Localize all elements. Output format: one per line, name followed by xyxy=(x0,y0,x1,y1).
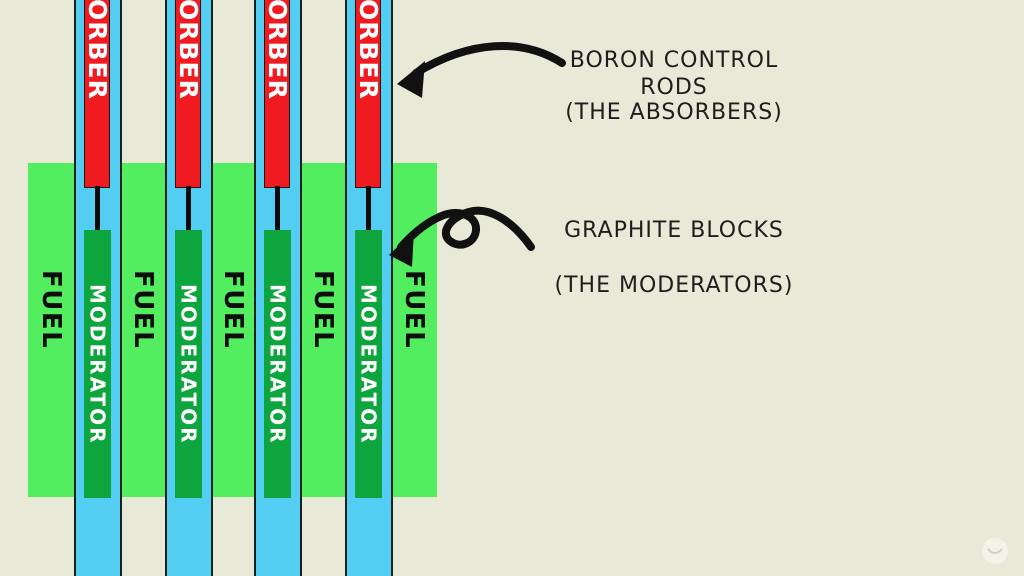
absorber-rod-3: ORBER xyxy=(263,0,292,188)
absorber-rod-label: ORBER xyxy=(83,0,112,100)
arrow-control-rods-icon xyxy=(397,42,566,98)
rod-connector-3 xyxy=(275,186,280,244)
moderator-rod-label: MODERATOR xyxy=(85,283,110,445)
fuel-label-2: FUEL xyxy=(128,270,158,350)
absorber-rod-2: ORBER xyxy=(174,0,203,188)
moderator-rod-4: MODERATOR xyxy=(355,230,382,498)
absorber-rod-4: ORBER xyxy=(354,0,383,188)
moderator-rod-2: MODERATOR xyxy=(175,230,202,498)
absorber-rod-label: ORBER xyxy=(354,0,383,100)
absorber-rod-label: ORBER xyxy=(263,0,292,100)
fuel-label-4: FUEL xyxy=(308,270,338,350)
moderator-rod-label: MODERATOR xyxy=(356,283,381,445)
fuel-label-3: FUEL xyxy=(218,270,248,350)
annotation-graphite-line2: (THE MODERATORS) xyxy=(554,273,794,298)
annotation-control-rods-line1: BORON CONTROL RODS xyxy=(569,48,779,100)
moderator-rod-3: MODERATOR xyxy=(264,230,291,498)
fuel-label-1: FUEL xyxy=(36,270,66,350)
absorber-rod-1: ORBER xyxy=(83,0,112,188)
water-channel-2: ORBER MODERATOR xyxy=(165,0,213,576)
water-channel-4: ORBER MODERATOR xyxy=(345,0,393,576)
rod-connector-1 xyxy=(95,186,100,244)
moderator-rod-label: MODERATOR xyxy=(176,283,201,445)
rod-connector-4 xyxy=(366,186,371,244)
moderator-rod-1: MODERATOR xyxy=(84,230,111,498)
fuel-label-5: FUEL xyxy=(399,270,429,350)
watermark-icon xyxy=(982,538,1008,564)
moderator-rod-label: MODERATOR xyxy=(265,283,290,445)
absorber-rod-label: ORBER xyxy=(174,0,203,100)
water-channel-1: ORBER MODERATOR xyxy=(74,0,122,576)
water-channel-3: ORBER MODERATOR xyxy=(254,0,302,576)
annotation-graphite-line1: GRAPHITE BLOCKS xyxy=(564,218,784,243)
rod-connector-2 xyxy=(186,186,191,244)
annotation-control-rods-line2: (THE ABSORBERS) xyxy=(565,100,783,125)
